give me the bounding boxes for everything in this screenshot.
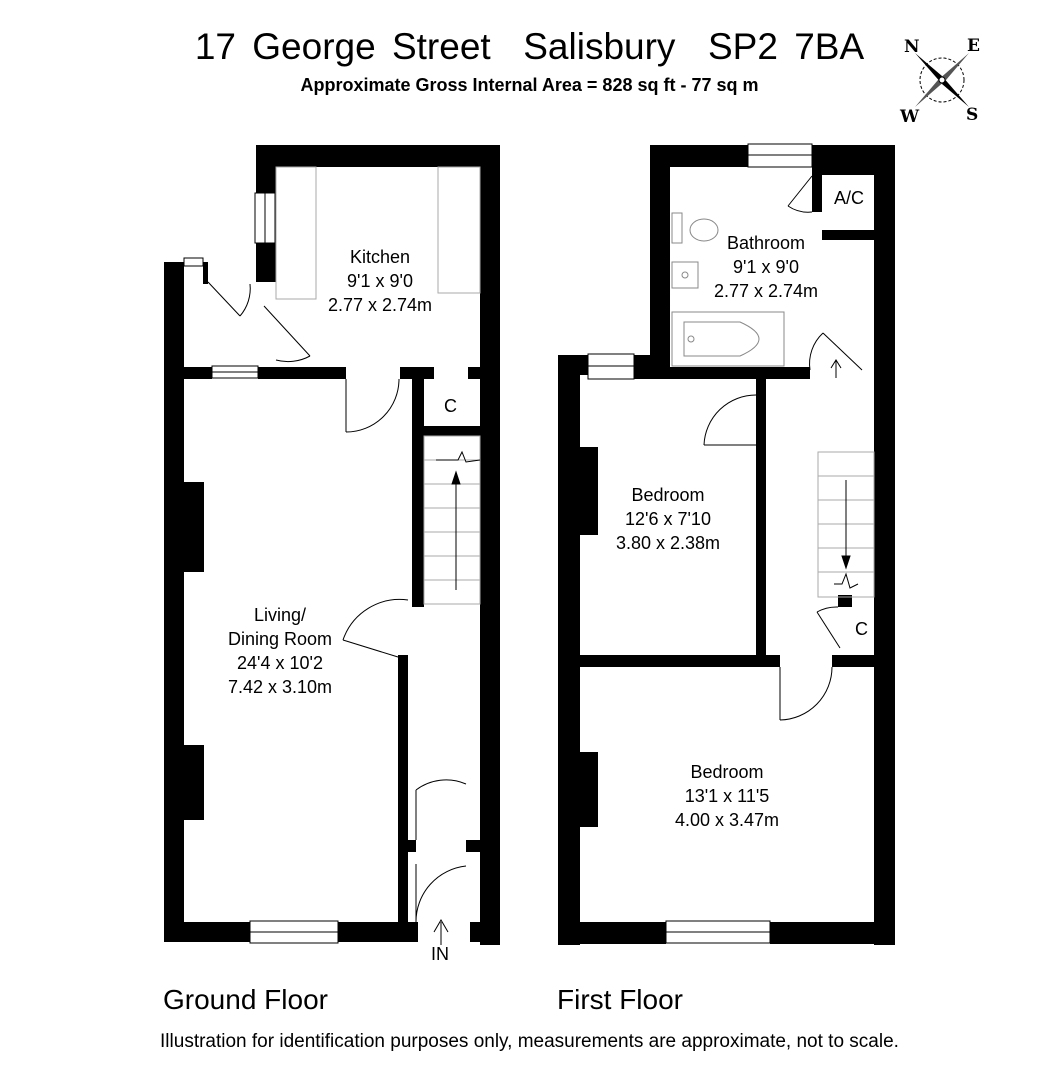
kitchen-imperial: 9'1 x 9'0	[347, 271, 413, 291]
bedroom1-name: Bedroom	[631, 485, 705, 505]
bedroom2-name: Bedroom	[690, 762, 764, 782]
plan-title: 17 George Street Salisbury SP2 7BA	[194, 26, 865, 67]
bathroom-imperial: 9'1 x 9'0	[733, 257, 799, 277]
bedroom1-label: Bedroom 12'6 x 7'10 3.80 x 2.38m	[616, 483, 720, 555]
entrance-label: IN	[431, 944, 449, 964]
living-name-line2: Dining Room	[227, 629, 333, 649]
kitchen-units	[275, 166, 481, 300]
ground-floor-label: Ground Floor	[163, 984, 328, 1015]
compass-s: S	[966, 105, 978, 125]
compass-icon: N E W S	[899, 36, 980, 127]
living-metric: 7.42 x 3.10m	[227, 677, 333, 697]
compass-e: E	[967, 36, 980, 56]
bathroom-label: Bathroom 9'1 x 9'0 2.77 x 2.74m	[714, 231, 818, 303]
bedroom2-label: Bedroom 13'1 x 11'5 4.00 x 3.47m	[675, 760, 779, 832]
compass-w: W	[899, 107, 920, 127]
bathroom-metric: 2.77 x 2.74m	[713, 281, 819, 301]
living-dining-label: Living/ Dining Room 24'4 x 10'2 7.42 x 3…	[228, 603, 332, 699]
bedroom1-metric: 3.80 x 2.38m	[615, 533, 721, 553]
compass-n: N	[904, 37, 920, 57]
ground-floor-walls	[164, 145, 500, 945]
ground-cupboard-label: C	[444, 396, 457, 416]
ground-floor-doors	[207, 281, 467, 923]
first-floor-windows	[587, 143, 813, 944]
bedroom1-imperial: 12'6 x 7'10	[625, 509, 711, 529]
disclaimer: Illustration for identification purposes…	[160, 1031, 899, 1052]
bedroom2-metric: 4.00 x 3.47m	[674, 810, 780, 830]
ground-floor-windows	[183, 192, 339, 944]
bedroom2-imperial: 13'1 x 11'5	[684, 786, 770, 806]
kitchen-name: Kitchen	[349, 247, 411, 267]
bathroom-fittings	[671, 212, 785, 367]
living-name-line1: Living/	[253, 605, 307, 625]
first-cupboard-label: C	[855, 619, 868, 639]
airing-cupboard-label: A/C	[834, 188, 865, 208]
first-floor-doors	[703, 175, 863, 721]
living-imperial: 24'4 x 10'2	[237, 653, 323, 673]
ground-floor-stairs	[423, 435, 481, 605]
kitchen-metric: 2.77 x 2.74m	[327, 295, 433, 315]
first-floor-label: First Floor	[557, 984, 683, 1015]
bathroom-name: Bathroom	[726, 233, 806, 253]
gross-internal-area: Approximate Gross Internal Area = 828 sq…	[300, 75, 759, 95]
kitchen-label: Kitchen 9'1 x 9'0 2.77 x 2.74m	[328, 245, 432, 317]
